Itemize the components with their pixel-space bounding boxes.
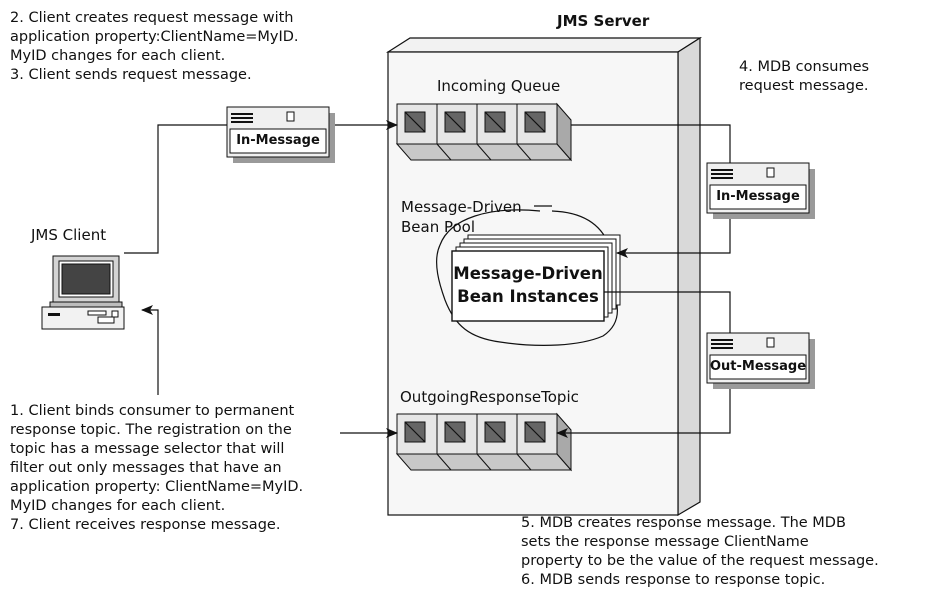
- note-steps-5-6: 5. MDB creates response message. The MDB…: [521, 514, 879, 590]
- bean-instances-line: Bean Instances: [457, 287, 599, 306]
- note-line: 2. Client creates request message with: [10, 10, 294, 26]
- connectors: [124, 120, 731, 438]
- message-envelope-icon: [711, 337, 775, 349]
- queue-slot-icon: [436, 103, 478, 145]
- outgoing-response-topic: [395, 412, 573, 472]
- note-line: 4. MDB consumes: [739, 59, 870, 75]
- note-line: property to be the value of the request …: [521, 553, 879, 569]
- note-line: response topic. The registration on the: [10, 422, 292, 438]
- note-line: request message.: [739, 78, 869, 94]
- note-line: MyID changes for each client.: [10, 498, 226, 514]
- note-line: sets the response message ClientName: [521, 534, 809, 550]
- queue-slot-icon: [516, 103, 558, 145]
- note-line: MyID changes for each client.: [10, 48, 226, 64]
- jms-client-label: JMS Client: [31, 226, 107, 244]
- bean-pool-label-line: Message-Driven: [401, 198, 522, 216]
- arrow-icon: [616, 219, 731, 258]
- note-line: topic has a message selector that will: [10, 441, 285, 457]
- in-message-right-label: In-Message: [716, 189, 800, 204]
- bean-pool-label: Message-Driven Bean Pool: [401, 197, 522, 237]
- bean-instances-label: Message-Driven Bean Instances: [452, 262, 604, 308]
- queue-slot-icon: [516, 413, 558, 455]
- note-line: 5. MDB creates response message. The MDB: [521, 515, 846, 531]
- incoming-queue: [395, 102, 573, 162]
- queue-slot-icon: [476, 413, 518, 455]
- note-line: application property:ClientName=MyID.: [10, 29, 299, 45]
- note-steps-1-7: 1. Client binds consumer to permanent re…: [10, 402, 303, 535]
- message-envelope-icon: [231, 111, 295, 123]
- queue-slot-icon: [396, 413, 438, 455]
- computer-icon: [41, 255, 125, 330]
- note-steps-2-3: 2. Client creates request message with a…: [10, 9, 299, 85]
- bean-instances-stack: [451, 234, 621, 322]
- note-line: 6. MDB sends response to response topic.: [521, 572, 826, 588]
- outgoing-topic-label: OutgoingResponseTopic: [400, 388, 579, 406]
- jms-server-title: JMS Server: [557, 12, 650, 30]
- note-line: 7. Client receives response message.: [10, 517, 281, 533]
- note-step-4: 4. MDB consumes request message.: [739, 58, 869, 96]
- bean-instances-line: Message-Driven: [453, 264, 603, 283]
- arrow-icon: [141, 305, 159, 395]
- message-box-in-left: [226, 106, 335, 163]
- arrow-icon: [556, 389, 731, 438]
- note-line: filter out only messages that have an: [10, 460, 282, 476]
- queue-slot-icon: [476, 103, 518, 145]
- message-envelope-icon: [711, 167, 775, 179]
- queue-slot-icon: [396, 103, 438, 145]
- in-message-left-label: In-Message: [236, 133, 320, 148]
- bean-pool-label-line: Bean Pool: [401, 218, 476, 236]
- note-line: application property: ClientName=MyID.: [10, 479, 304, 495]
- note-line: 3. Client sends request message.: [10, 67, 252, 83]
- incoming-queue-label: Incoming Queue: [437, 77, 561, 95]
- queue-slot-icon: [436, 413, 478, 455]
- message-box-in-right: [706, 162, 815, 219]
- message-box-out-right: [706, 332, 815, 389]
- out-message-right-label: Out-Message: [710, 359, 807, 374]
- note-line: 1. Client binds consumer to permanent: [10, 403, 295, 419]
